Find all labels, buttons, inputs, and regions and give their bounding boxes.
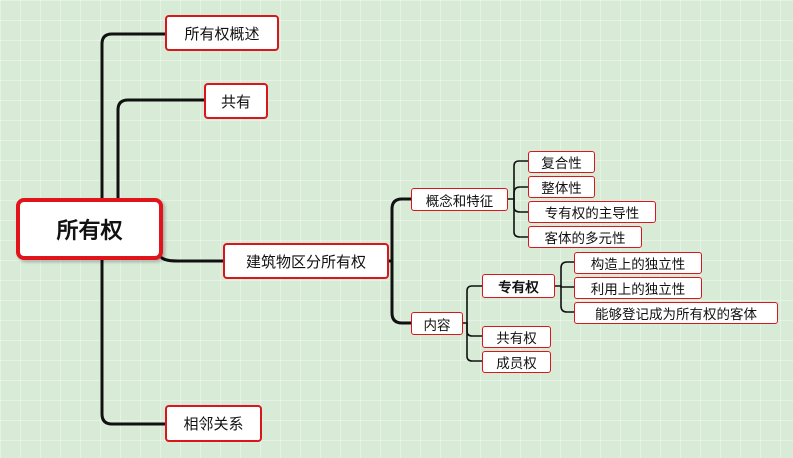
link-root-overview: [100, 32, 168, 230]
node-content[interactable]: 内容: [411, 312, 463, 335]
node-zhengti[interactable]: 整体性: [528, 176, 595, 198]
node-exclusive[interactable]: 专有权: [482, 274, 555, 298]
node-overview-label: 所有权概述: [184, 24, 260, 43]
node-neighbor[interactable]: 相邻关系: [165, 405, 262, 442]
link-root-neighbor: [100, 228, 168, 426]
link-concept-fuhe: [507, 160, 530, 200]
node-fuhe-label: 复合性: [541, 156, 582, 172]
node-concept-label: 概念和特征: [425, 193, 494, 210]
node-liyong[interactable]: 利用上的独立性: [574, 277, 702, 299]
link-content-exclusive: [462, 285, 484, 324]
node-gouzao[interactable]: 构造上的独立性: [574, 252, 702, 274]
link-exclusive-liyong: [560, 285, 576, 288]
node-chengyuan-label: 成员权: [496, 356, 537, 372]
link-exclusive-gouzao: [554, 261, 576, 287]
node-coownership-label: 共有: [220, 92, 251, 111]
node-overview[interactable]: 所有权概述: [165, 15, 279, 51]
link-concept-duoyuan: [513, 198, 530, 238]
node-content-label: 内容: [423, 317, 451, 334]
node-zhudao[interactable]: 专有权的主导性: [528, 201, 656, 223]
node-duoyuan[interactable]: 客体的多元性: [528, 226, 642, 248]
link-root-coownership: [116, 98, 207, 230]
root-node[interactable]: 所有权: [16, 198, 163, 260]
node-gongyou-label: 共有权: [496, 331, 537, 347]
node-zhengti-label: 整体性: [541, 181, 582, 197]
node-building-ownership[interactable]: 建筑物区分所有权: [223, 243, 389, 279]
node-concept[interactable]: 概念和特征: [411, 188, 508, 211]
node-coownership[interactable]: 共有: [204, 83, 268, 119]
node-chengyuan[interactable]: 成员权: [482, 351, 551, 373]
link-building-concept: [386, 197, 414, 263]
node-dengji-label: 能够登记成为所有权的客体: [595, 307, 757, 323]
node-exclusive-label: 专有权: [498, 280, 539, 296]
node-neighbor-label: 相邻关系: [183, 415, 244, 433]
link-concept-zhengti: [513, 186, 530, 200]
link-exclusive-dengji: [560, 285, 576, 313]
node-zhudao-label: 专有权的主导性: [544, 206, 640, 222]
node-building-ownership-label: 建筑物区分所有权: [245, 252, 366, 271]
node-gouzao-label: 构造上的独立性: [590, 257, 686, 273]
node-gongyou[interactable]: 共有权: [482, 326, 551, 348]
node-dengji[interactable]: 能够登记成为所有权的客体: [574, 302, 778, 324]
link-building-content: [386, 259, 414, 325]
node-duoyuan-label: 客体的多元性: [544, 231, 626, 247]
link-concept-zhudao: [513, 198, 530, 213]
link-root-building: [160, 256, 226, 263]
link-content-chengyuan: [466, 322, 484, 362]
node-liyong-label: 利用上的独立性: [590, 282, 686, 298]
root-label: 所有权: [56, 219, 123, 244]
node-fuhe[interactable]: 复合性: [528, 151, 595, 173]
link-content-gongyou: [466, 322, 484, 337]
